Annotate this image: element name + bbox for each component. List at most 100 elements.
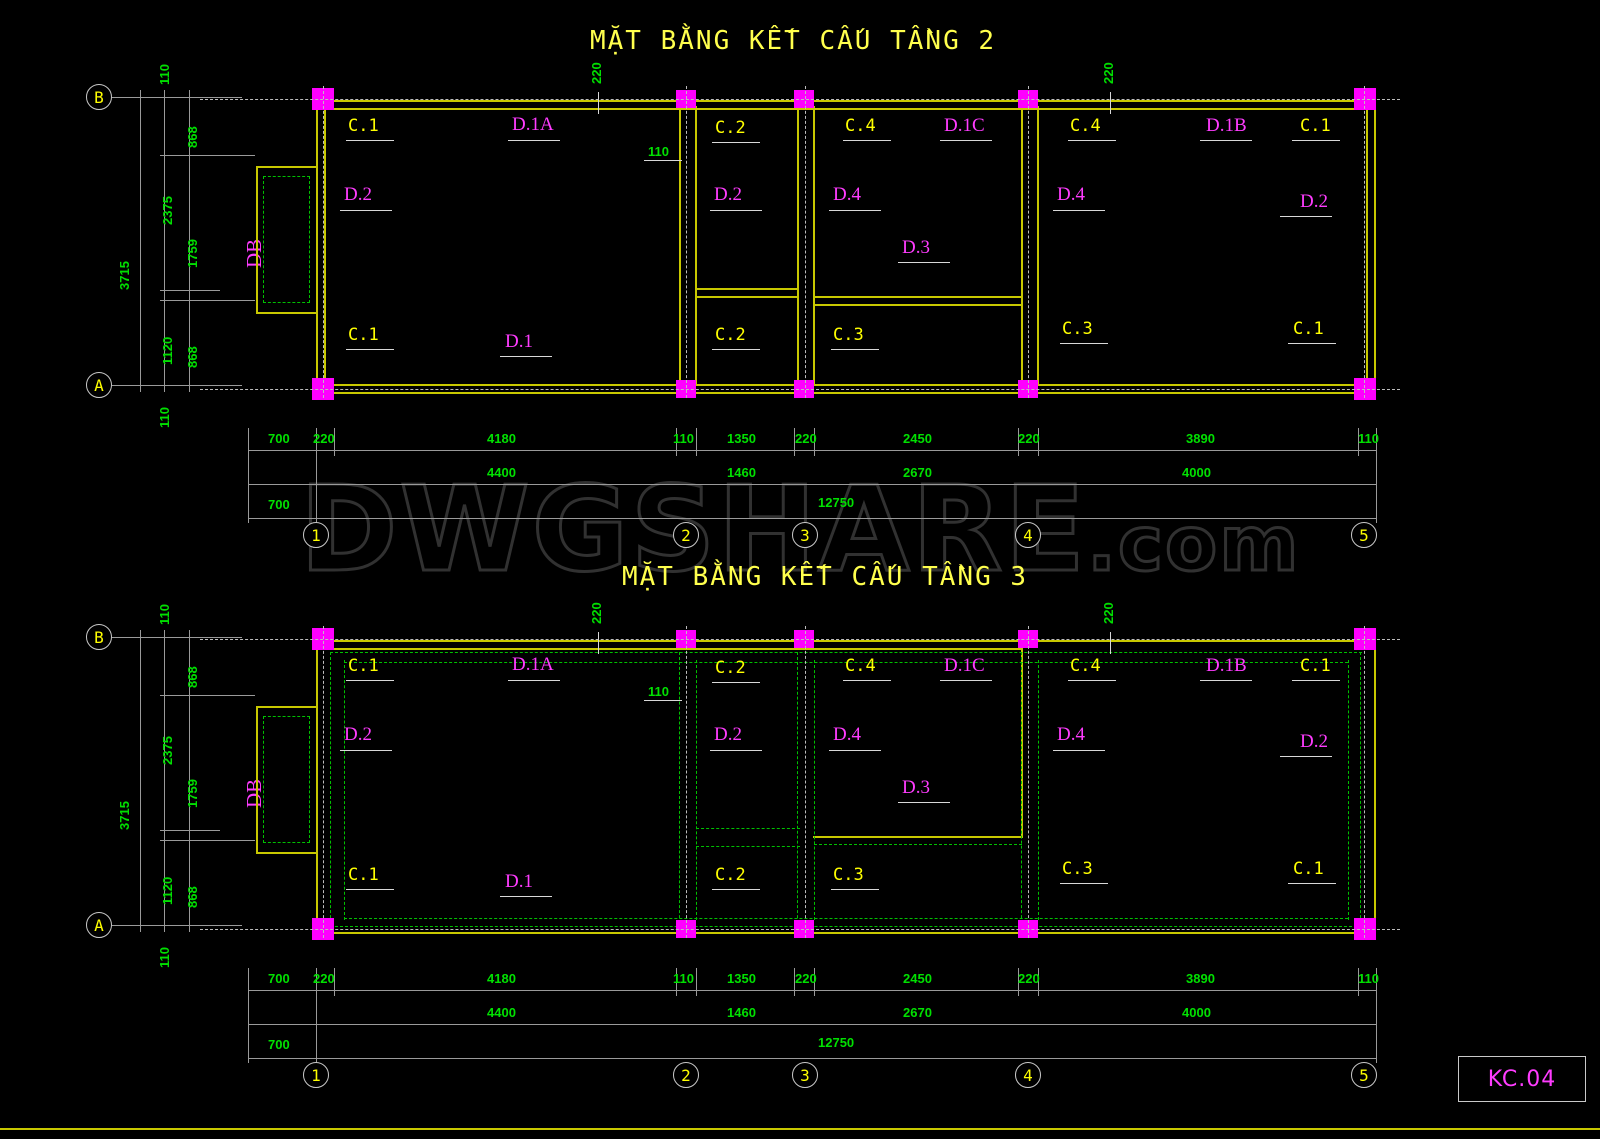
hdim-row3-line-2 <box>248 1058 1376 1059</box>
vdim-line-outer <box>164 90 165 392</box>
grid-bubble-5-2[interactable]: 5 <box>1351 1062 1377 1088</box>
beam-grid3-left <box>797 106 799 386</box>
leader-C2-b <box>712 349 760 350</box>
leader-C1-tl <box>346 140 394 141</box>
title-block-drawing-number[interactable]: KC.04 <box>1458 1056 1586 1102</box>
centreline-A <box>200 389 1400 390</box>
leader-C3-m-2 <box>831 889 879 890</box>
grid-bubble-3[interactable]: 3 <box>792 522 818 548</box>
vdim-1759: 1759 <box>185 239 200 268</box>
grid-bubble-1-2[interactable]: 1 <box>303 1062 329 1088</box>
grid-bubble-1[interactable]: 1 <box>303 522 329 548</box>
inline-dim-110-leader-2 <box>644 700 682 701</box>
leader-C1-tr <box>1292 140 1340 141</box>
hdim-row1-line <box>248 450 1376 451</box>
hdim-ext-0-2 <box>248 968 249 1063</box>
beam-mid-bay34-b <box>813 304 1023 306</box>
gbeam-grid3-l <box>797 652 798 928</box>
beam-grid2-left <box>679 106 681 386</box>
beam-right-inner <box>1366 106 1368 386</box>
beam-label-D1A-2: D.1A <box>512 654 554 675</box>
db-outline-top-2 <box>256 706 318 708</box>
grid-bubble-5[interactable]: 5 <box>1351 522 1377 548</box>
hdim-220b: 220 <box>795 431 817 446</box>
hdim-row2-line-2 <box>248 1024 1376 1025</box>
beam-left-outer <box>316 100 318 393</box>
beam-label-D1A: D.1A <box>512 114 554 135</box>
leader-D2-m <box>710 210 762 211</box>
hdim-700-row3: 700 <box>268 497 290 512</box>
gbeam-right-2 <box>1348 660 1349 920</box>
hdim-ext-1350 <box>794 428 795 456</box>
hdim-ext-0 <box>248 428 249 523</box>
column-label-C3-r-2: C.3 <box>1062 859 1093 879</box>
grid-bubble-4-2[interactable]: 4 <box>1015 1062 1041 1088</box>
hdim-2670-2: 2670 <box>903 1005 932 1020</box>
grid-bubble-B-2[interactable]: B <box>86 624 112 650</box>
leader-D2-r <box>1280 216 1332 217</box>
gbeam-bottom-2 <box>344 918 1348 919</box>
leader-C4-r-2 <box>1068 680 1116 681</box>
beam-bottom-outer-2 <box>316 932 1376 934</box>
vdim-ext-868b <box>160 300 255 301</box>
grid-bubble-4[interactable]: 4 <box>1015 522 1041 548</box>
vdim-ext-868a <box>160 155 255 156</box>
beam-grid3-right <box>813 106 815 386</box>
beam-mid-bay34 <box>813 296 1023 298</box>
grid-bubble-3-2[interactable]: 3 <box>792 1062 818 1088</box>
leader-D4-r-2 <box>1053 750 1105 751</box>
vdim-3715: 3715 <box>117 261 132 290</box>
gbeam-grid2-l <box>679 652 680 928</box>
vdim-ext-a <box>140 385 190 386</box>
hdim-1460-2: 1460 <box>727 1005 756 1020</box>
vdim-868-top: 868 <box>185 126 200 148</box>
column-label-C1-tr: C.1 <box>1300 116 1331 136</box>
centreline-3-2 <box>805 626 806 938</box>
hdim-110b: 110 <box>1358 431 1379 446</box>
leader-D3 <box>898 262 950 263</box>
column-label-C2-b: C.2 <box>715 325 746 345</box>
vdim-ext-a-2 <box>140 925 190 926</box>
grid-bubble-2-2[interactable]: 2 <box>673 1062 699 1088</box>
hdim-ext-220 <box>334 428 335 456</box>
column-label-C2-t: C.2 <box>715 118 746 138</box>
leader-C4-m-2 <box>843 680 891 681</box>
vdim-110-bottom: 110 <box>157 407 172 428</box>
vdim-1759-2: 1759 <box>185 779 200 808</box>
beam-label-D2-r: D.2 <box>1300 191 1328 212</box>
gbeam-right <box>1360 652 1361 928</box>
beam-grid4-left <box>1021 106 1023 386</box>
grid-bubble-B[interactable]: B <box>86 84 112 110</box>
hdim-ext-4180 <box>676 428 677 456</box>
leader-C2-t-2 <box>712 682 760 683</box>
hdim-3890-2: 3890 <box>1186 971 1215 986</box>
hdim-220a: 220 <box>313 431 335 446</box>
column-label-C1-tr-2: C.1 <box>1300 656 1331 676</box>
gbeam-grid3-r <box>814 660 815 920</box>
column-label-C2-b-2: C.2 <box>715 865 746 885</box>
vdim-110-top-2: 110 <box>157 604 172 625</box>
hdim-700: 700 <box>268 431 290 446</box>
leader-D4-r <box>1053 210 1105 211</box>
leader-C1-tr-2 <box>1292 680 1340 681</box>
grid-bubble-2[interactable]: 2 <box>673 522 699 548</box>
grid-bubble-A-2[interactable]: A <box>86 912 112 938</box>
inline-dim-220-left-2: 220 <box>589 602 604 624</box>
hdim-220b-2: 220 <box>795 971 817 986</box>
sheet-border-bottom <box>0 1128 1600 1130</box>
grid-bubble-A[interactable]: A <box>86 372 112 398</box>
centreline-1 <box>323 86 324 398</box>
db-outline-bottom-2 <box>256 852 318 854</box>
beam-label-D2-r-2: D.2 <box>1300 731 1328 752</box>
column-label-C1-br-2: C.1 <box>1293 859 1324 879</box>
column-label-C3-m: C.3 <box>833 325 864 345</box>
column-label-C3-m-2: C.3 <box>833 865 864 885</box>
db-outline-left <box>256 166 258 313</box>
gbeam-left-2 <box>344 660 345 920</box>
hdim-1350: 1350 <box>727 431 756 446</box>
leader-C2-b-2 <box>712 889 760 890</box>
vdim-868-top-2: 868 <box>185 666 200 688</box>
beam-top-inner <box>322 108 1370 110</box>
leader-D2-r-2 <box>1280 756 1332 757</box>
inline-dim-110-2: 110 <box>648 684 669 699</box>
